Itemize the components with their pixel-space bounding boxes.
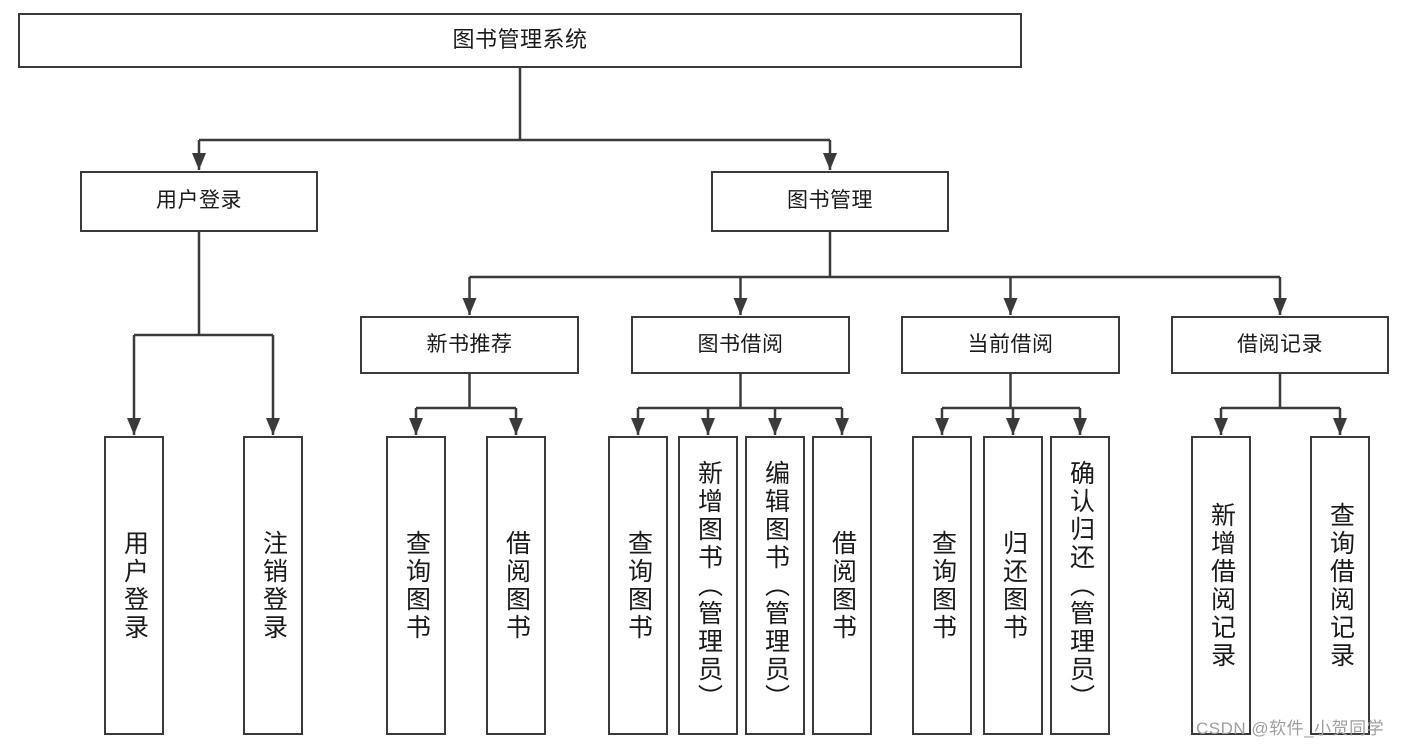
arrowhead bbox=[1214, 418, 1228, 435]
node-label: 借阅图书 bbox=[502, 529, 531, 642]
arrowhead bbox=[192, 153, 206, 170]
node-label: 用户登录 bbox=[120, 529, 149, 642]
node-user-login[interactable]: 用户登录 bbox=[80, 171, 318, 232]
node-label: 借阅记录 bbox=[1237, 332, 1323, 356]
node-label: 图书管理 bbox=[787, 189, 873, 213]
node-label: 当前借阅 bbox=[967, 332, 1054, 356]
node-label: 编辑图书（管理员） bbox=[761, 459, 790, 712]
arrowhead bbox=[935, 418, 949, 435]
node-leaf-return-book[interactable]: 归还图书 bbox=[983, 436, 1043, 735]
arrowhead bbox=[1006, 418, 1020, 435]
node-leaf-confirm-return[interactable]: 确认归还（管理员） bbox=[1050, 436, 1110, 735]
node-label: 确认归还（管理员） bbox=[1066, 459, 1095, 712]
node-label: 图书借阅 bbox=[697, 332, 784, 356]
node-book-manage[interactable]: 图书管理 bbox=[711, 171, 949, 232]
arrowhead bbox=[835, 418, 849, 435]
arrowhead bbox=[127, 418, 141, 435]
arrowhead bbox=[823, 153, 837, 170]
node-current-borrow[interactable]: 当前借阅 bbox=[901, 316, 1120, 374]
node-label: 归还图书 bbox=[999, 529, 1028, 642]
node-label: 查询图书 bbox=[928, 529, 957, 642]
node-label: 新增图书（管理员） bbox=[694, 459, 723, 712]
node-label: 新增借阅记录 bbox=[1207, 501, 1236, 670]
node-label: 查询图书 bbox=[624, 529, 653, 642]
node-leaf-borrow-book-rec[interactable]: 借阅图书 bbox=[486, 436, 546, 735]
node-leaf-borrow-book-br[interactable]: 借阅图书 bbox=[812, 436, 872, 735]
node-label: 注销登录 bbox=[259, 529, 288, 642]
node-label: 新书推荐 bbox=[426, 332, 513, 356]
arrowhead bbox=[1273, 298, 1287, 315]
arrowhead bbox=[631, 418, 645, 435]
arrowhead bbox=[733, 298, 748, 315]
node-label: 查询借阅记录 bbox=[1326, 501, 1355, 670]
node-label: 查询图书 bbox=[402, 529, 431, 642]
node-label: 图书管理系统 bbox=[452, 27, 588, 53]
node-root[interactable]: 图书管理系统 bbox=[18, 13, 1022, 68]
node-leaf-user-login[interactable]: 用户登录 bbox=[104, 436, 164, 735]
node-new-book-rec[interactable]: 新书推荐 bbox=[360, 316, 579, 374]
node-borrow-record[interactable]: 借阅记录 bbox=[1171, 316, 1389, 374]
node-leaf-query-book-cb[interactable]: 查询图书 bbox=[912, 436, 972, 735]
node-leaf-logout[interactable]: 注销登录 bbox=[243, 436, 303, 735]
node-leaf-query-record[interactable]: 查询借阅记录 bbox=[1310, 436, 1370, 735]
arrowhead bbox=[701, 418, 715, 435]
arrowhead bbox=[409, 418, 423, 435]
arrowhead bbox=[1003, 298, 1018, 315]
csdn-watermark: CSDN @软件_小贺同学 bbox=[1196, 719, 1385, 738]
node-leaf-query-book-br[interactable]: 查询图书 bbox=[608, 436, 668, 735]
node-leaf-add-book[interactable]: 新增图书（管理员） bbox=[678, 436, 738, 735]
node-label: 用户登录 bbox=[156, 189, 242, 213]
node-leaf-edit-book[interactable]: 编辑图书（管理员） bbox=[745, 436, 805, 735]
node-leaf-query-book-rec[interactable]: 查询图书 bbox=[386, 436, 446, 735]
arrowhead bbox=[462, 298, 477, 315]
node-leaf-add-record[interactable]: 新增借阅记录 bbox=[1191, 436, 1251, 735]
arrowhead bbox=[1073, 418, 1087, 435]
node-book-borrow[interactable]: 图书借阅 bbox=[631, 316, 850, 374]
arrowhead bbox=[1333, 418, 1347, 435]
arrowhead bbox=[509, 418, 523, 435]
arrowhead bbox=[768, 418, 782, 435]
arrowhead bbox=[266, 418, 280, 435]
node-label: 借阅图书 bbox=[828, 529, 857, 642]
